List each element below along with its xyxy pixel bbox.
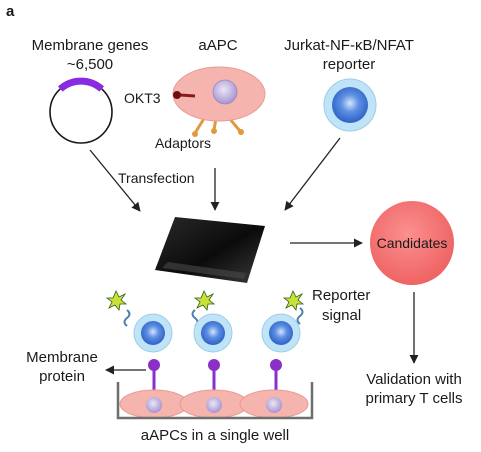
reporter-signal-sublabel: signal [322,307,361,324]
glow-star-3 [282,290,305,311]
arrow-plasmid-to-chip [89,149,141,212]
tcell-nucleus-1 [141,321,165,345]
aapc-well-nucleus-2 [206,397,222,413]
aapc-well-nucleus-3 [266,397,282,413]
chip-highlight [162,262,246,279]
membrane-protein-sublabel: protein [39,368,85,385]
receptor-head-1 [148,359,160,371]
membrane-genes-label: Membrane genes [32,37,149,54]
single-well [105,290,314,420]
arrow-reporter-to-chip [284,137,341,211]
reporter-cell-sublabel: reporter [323,56,376,73]
plasmid [49,77,113,144]
adaptor-mid-tip [211,128,217,134]
transfection-label: Transfection [118,170,195,186]
signal-squiggle-1 [123,309,131,327]
glow-star-1 [105,290,128,311]
well-label: aAPCs in a single well [141,427,289,444]
receptor-head-2 [208,359,220,371]
tcell-nucleus-2 [201,321,225,345]
aapc-title: aAPC [198,37,237,54]
plasmid-circle [49,80,113,144]
cell-array-chip [155,217,265,283]
validation-label: Validation with [366,371,462,388]
jurkat-reporter-cell [323,78,377,132]
adaptor-left-tip [192,131,198,137]
panel-letter: a [6,3,15,20]
aapc-cell [172,66,266,137]
well-unit-3 [239,290,309,419]
glow-star-2 [193,290,216,311]
jurkat-nucleus [332,87,368,123]
aapc-well-nucleus-1 [146,397,162,413]
well-unit-2 [179,290,249,419]
tcell-nucleus-3 [269,321,293,345]
okt3-stalk [179,93,196,98]
well-unit-1 [105,290,189,419]
plasmid-insert-arc [57,77,105,92]
membrane-genes-count: ~6,500 [67,56,113,73]
okt3-label: OKT3 [124,90,161,106]
validation-sublabel: primary T cells [366,390,463,407]
okt3-head [173,91,181,99]
well-outline [116,382,314,420]
candidates-label: Candidates [377,235,448,251]
receptor-head-3 [270,359,282,371]
candidates-circle [370,201,454,285]
signal-squiggle-3 [296,307,304,325]
membrane-protein-label: Membrane [26,349,98,366]
reporter-signal-label: Reporter [312,287,370,304]
aapc-nucleus [212,79,238,105]
adaptors-label: Adaptors [155,135,211,151]
adaptor-right-tip [238,129,244,135]
reporter-cell-label: Jurkat-NF-κB/NFAT [284,37,414,54]
